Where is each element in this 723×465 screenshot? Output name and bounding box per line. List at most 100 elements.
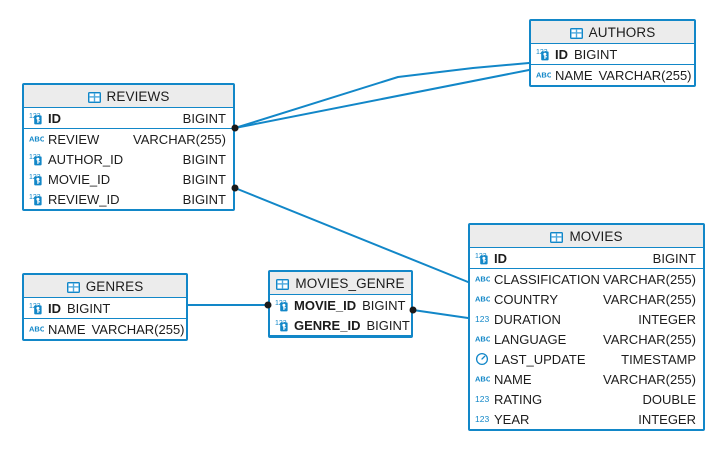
abc-icon: ABC bbox=[536, 71, 551, 80]
clock-icon bbox=[475, 352, 489, 366]
pk-number-icon: 123 bbox=[475, 253, 488, 265]
column-name: CLASSIFICATION bbox=[494, 271, 600, 287]
svg-text:ABC: ABC bbox=[475, 335, 490, 344]
column-datatype: BIGINT bbox=[366, 317, 410, 333]
column-name: MOVIE_ID bbox=[294, 297, 357, 313]
column-name: COUNTRY bbox=[494, 291, 559, 307]
entity-table-reviews[interactable]: REVIEWS123IDBIGINTABCREVIEWVARCHAR(255)1… bbox=[22, 83, 235, 211]
number-icon: 123 bbox=[475, 394, 489, 404]
column-datatype: BIGINT bbox=[652, 250, 696, 266]
column-name: NAME bbox=[555, 67, 593, 83]
entity-title: GENRES bbox=[85, 278, 144, 294]
relationship-line-reviews-review-id-to-authors[interactable] bbox=[234, 69, 530, 129]
primary-key-column-group: 123IDBIGINT bbox=[24, 108, 233, 129]
table-grid-icon bbox=[276, 278, 290, 290]
relationship-line-reviews-author-id-to-authors[interactable] bbox=[234, 62, 530, 129]
column-name: ID bbox=[48, 110, 61, 126]
entity-title: MOVIES_GENRE bbox=[295, 275, 405, 291]
svg-text:123: 123 bbox=[475, 394, 489, 404]
abc-icon: ABC bbox=[475, 375, 490, 384]
column-datatype: BIGINT bbox=[182, 171, 226, 187]
column-name: MOVIE_ID bbox=[48, 171, 111, 187]
column-name: NAME bbox=[48, 321, 86, 337]
pk-number-icon: 123 bbox=[536, 49, 549, 61]
column-datatype: INTEGER bbox=[638, 311, 696, 327]
clock-icon bbox=[475, 352, 490, 366]
column-row[interactable]: 123 ID BIGINT bbox=[470, 248, 703, 268]
column-row[interactable]: 123IDBIGINT bbox=[24, 298, 186, 318]
entity-table-movies_genre[interactable]: MOVIES_GENRE123MOVIE_IDBIGINT123GENRE_ID… bbox=[268, 270, 413, 338]
entity-title: MOVIES bbox=[569, 228, 623, 244]
entity-table-authors[interactable]: AUTHORS123IDBIGINTABCNAMEVARCHAR(255) bbox=[529, 19, 696, 87]
column-datatype: VARCHAR(255) bbox=[603, 271, 696, 287]
entity-header[interactable]: MOVIES_GENRE bbox=[270, 272, 411, 295]
entity-table-movies[interactable]: MOVIES123IDBIGINTABCCLASSIFICATIONVARCHA… bbox=[468, 223, 705, 431]
svg-text:ABC: ABC bbox=[536, 71, 551, 80]
column-datatype: TIMESTAMP bbox=[621, 351, 696, 367]
column-datatype: VARCHAR(255) bbox=[603, 291, 696, 307]
relationship-endpoint-dot-movies-genre-right bbox=[409, 306, 417, 314]
relationship-line-reviews-movie-id-to-movies[interactable] bbox=[234, 187, 469, 283]
relationship-endpoint-dot-reviews-top bbox=[231, 124, 239, 132]
relationship-endpoint-dot-reviews-movie bbox=[231, 184, 239, 192]
table-grid-icon bbox=[550, 231, 564, 243]
column-datatype: DOUBLE bbox=[642, 391, 696, 407]
column-name: GENRE_ID bbox=[294, 317, 361, 333]
column-name: REVIEW bbox=[48, 131, 100, 147]
column-name: REVIEW_ID bbox=[48, 191, 120, 207]
pk-number-icon: 123 bbox=[275, 320, 288, 332]
pk-number-icon: 123 bbox=[536, 47, 551, 61]
relationship-endpoint-dot-movies-genre-left bbox=[264, 301, 272, 309]
number-icon: 123 bbox=[475, 314, 489, 324]
entity-header[interactable]: MOVIES bbox=[470, 225, 703, 248]
entity-table-genres[interactable]: GENRES123IDBIGINTABCNAMEVARCHAR(255) bbox=[22, 273, 188, 341]
primary-key-column-group: 123 ID BIGINT bbox=[470, 248, 703, 269]
relationship-line-movies-genre-to-movies[interactable] bbox=[412, 309, 469, 319]
pk-number-icon: 123 bbox=[29, 154, 42, 166]
primary-key-column-group: 123 MOVIE_ID BIGINT123 GENRE_ID BIGINT bbox=[270, 295, 411, 336]
column-name: YEAR bbox=[494, 411, 530, 427]
svg-text:ABC: ABC bbox=[475, 295, 490, 304]
table-grid-icon bbox=[87, 91, 101, 103]
abc-icon: ABC bbox=[475, 372, 490, 386]
svg-text:123: 123 bbox=[475, 414, 489, 424]
table-grid-icon bbox=[550, 231, 564, 243]
number-icon: 123 bbox=[475, 312, 490, 326]
column-row[interactable]: 123 GENRE_ID BIGINT bbox=[270, 315, 411, 335]
column-row[interactable]: 123IDBIGINT bbox=[24, 108, 233, 128]
entity-header[interactable]: AUTHORS bbox=[531, 21, 694, 44]
table-grid-icon bbox=[569, 27, 583, 39]
pk-number-icon: 123 bbox=[275, 298, 290, 312]
entity-header[interactable]: REVIEWS bbox=[24, 85, 233, 108]
column-name: AUTHOR_ID bbox=[48, 151, 124, 167]
column-name: ID bbox=[494, 250, 507, 266]
column-datatype: BIGINT bbox=[182, 110, 226, 126]
svg-text:ABC: ABC bbox=[29, 325, 44, 334]
table-grid-icon bbox=[66, 281, 80, 293]
column-row[interactable]: ABC COUNTRY VARCHAR(255) bbox=[470, 289, 703, 309]
column-row[interactable]: 123IDBIGINT bbox=[531, 44, 694, 64]
number-icon: 123 bbox=[475, 412, 490, 426]
column-name: LANGUAGE bbox=[494, 331, 567, 347]
pk-number-icon: 123 bbox=[29, 152, 44, 166]
entity-header[interactable]: GENRES bbox=[24, 275, 186, 298]
svg-text:ABC: ABC bbox=[29, 135, 44, 144]
